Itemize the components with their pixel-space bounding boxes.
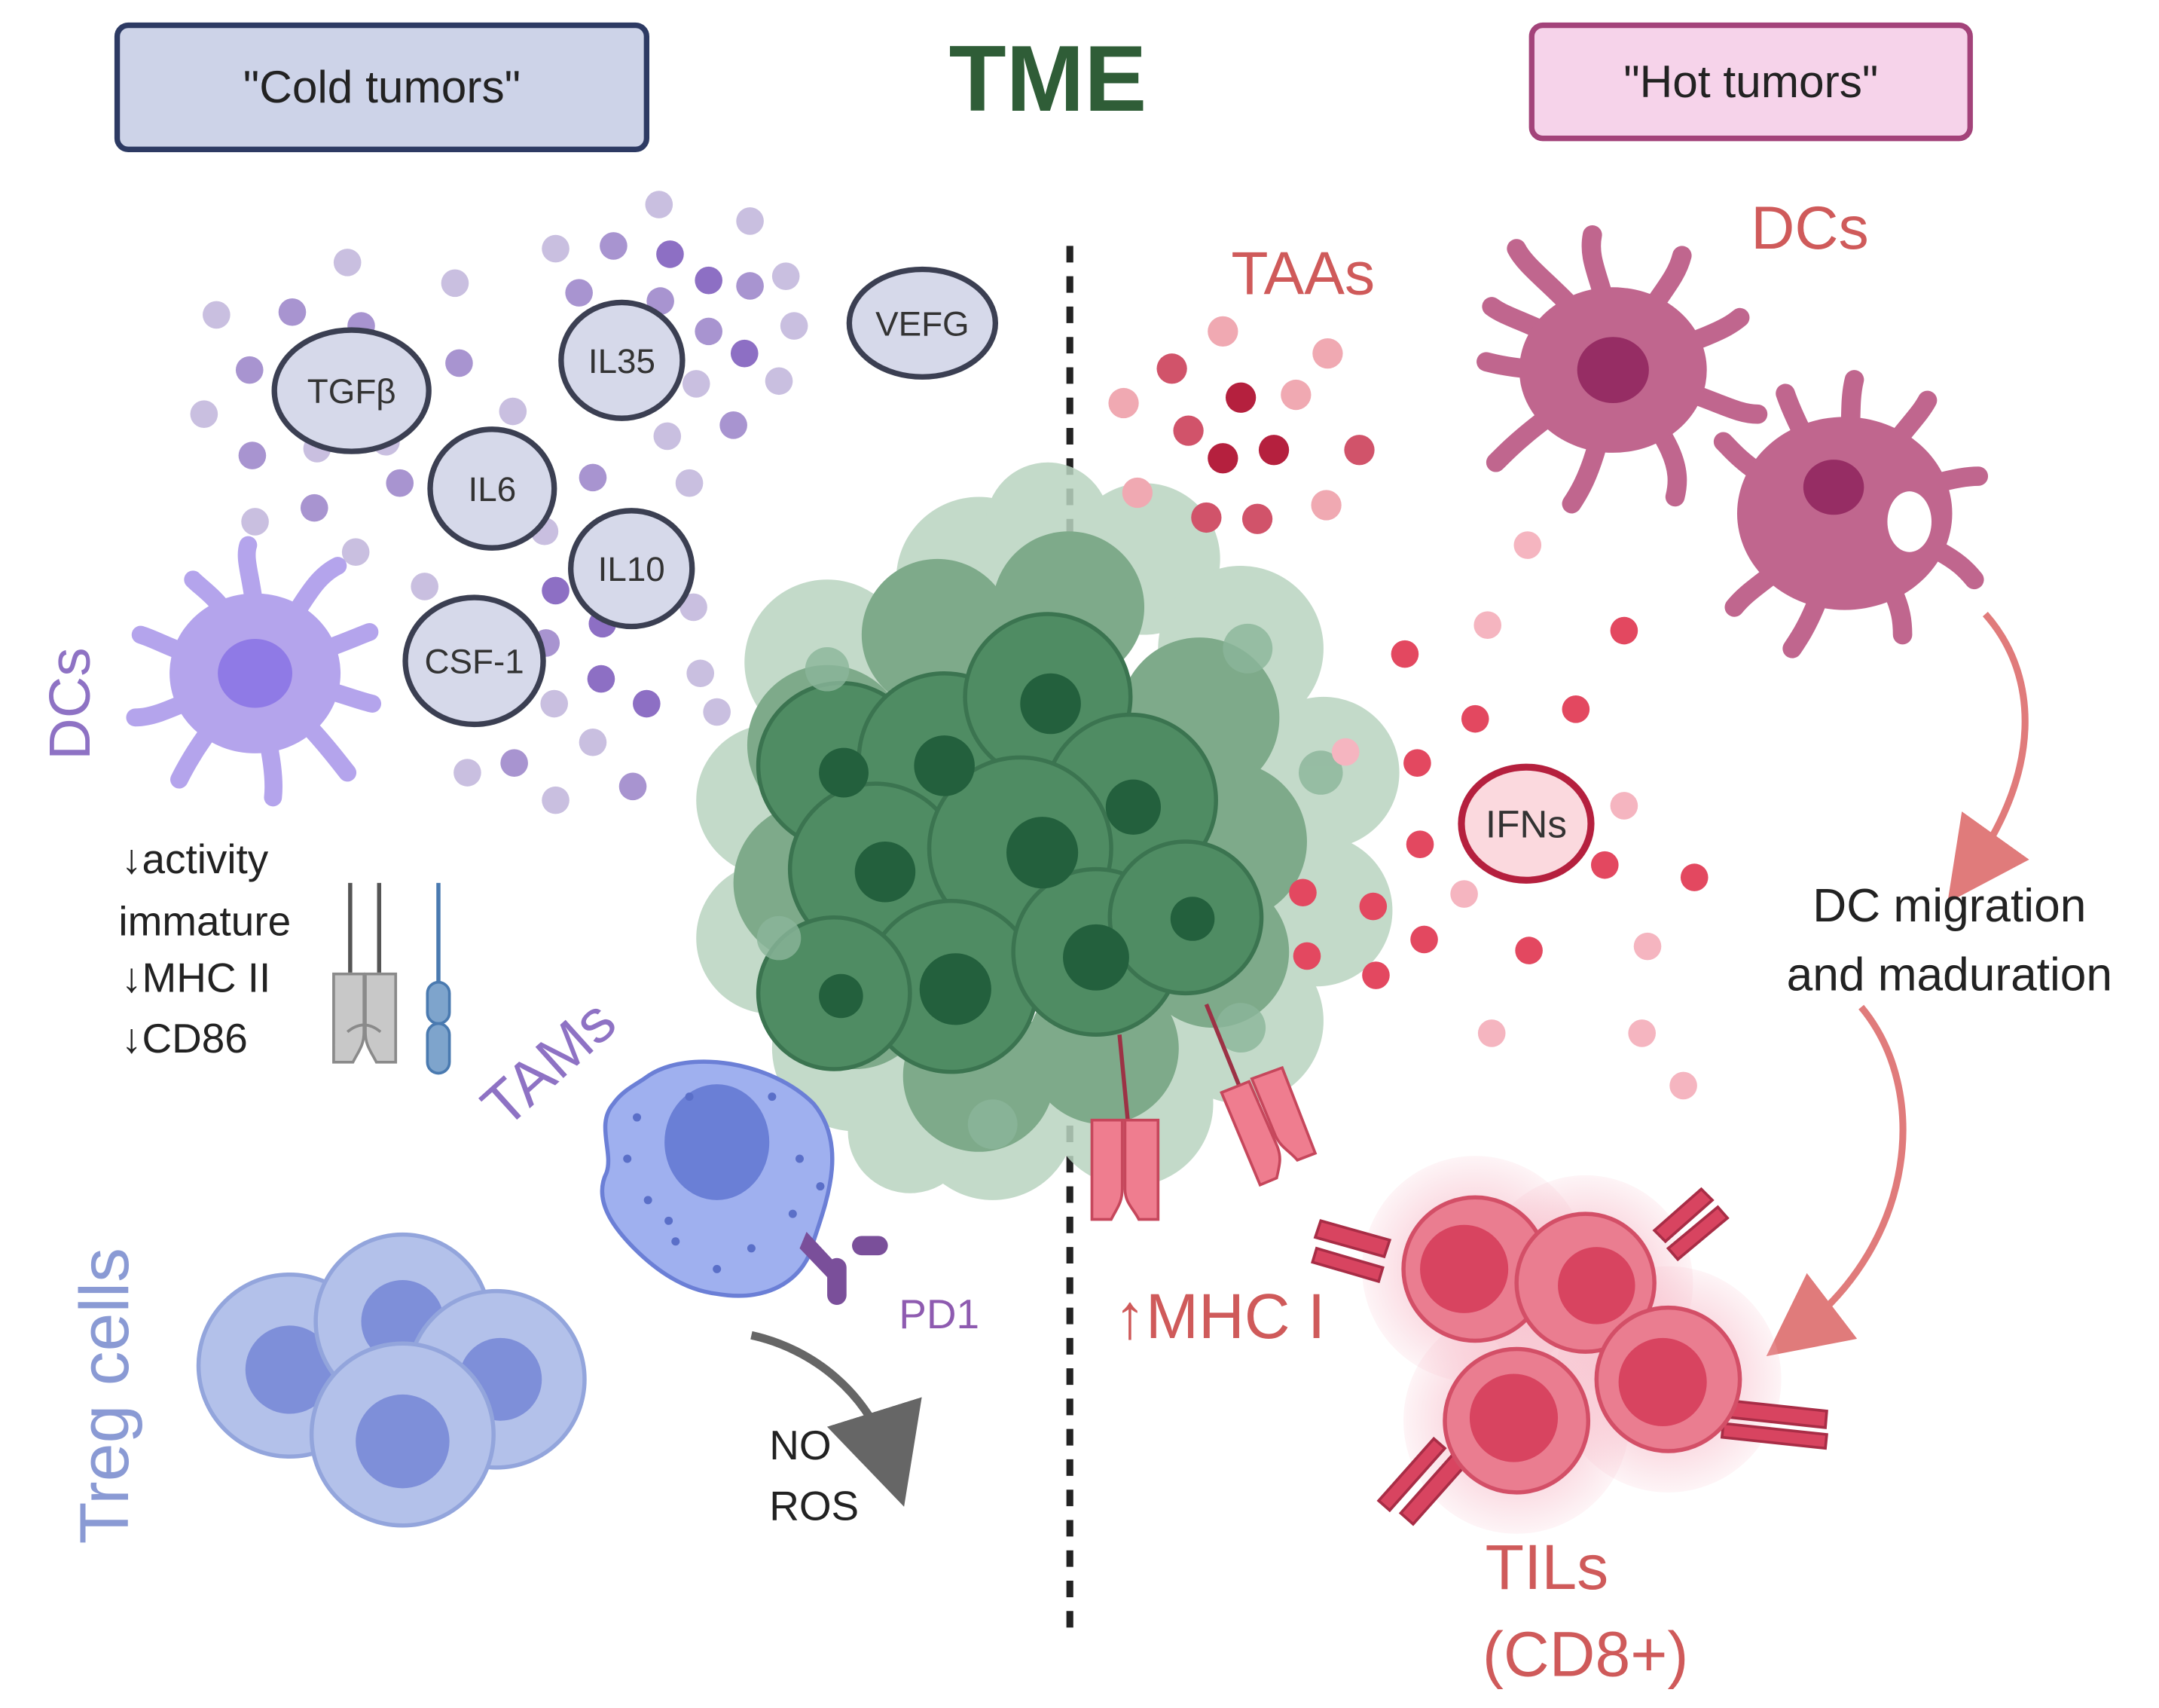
- cytokine-tgfb: TGFβ: [271, 327, 432, 454]
- immature-dc-cell: [126, 536, 382, 807]
- no-label: NO: [769, 1422, 831, 1468]
- ifns-label: IFNs: [1486, 803, 1567, 846]
- dcs-cold-label: DCs: [38, 647, 102, 759]
- tils-cluster: [1311, 1156, 1828, 1534]
- tumor-mass: [696, 462, 1400, 1200]
- dcs-hot-label: DCs: [1751, 194, 1869, 262]
- hot-tumors-header: "Hot tumors": [1528, 22, 1973, 142]
- mature-dc-cell-2: [1713, 370, 1989, 658]
- ros-label: ROS: [769, 1482, 859, 1529]
- svg-text:TGFβ: TGFβ: [307, 372, 396, 411]
- dc-status-immature: immature: [118, 897, 291, 944]
- taas-label: TAAs: [1231, 240, 1375, 307]
- no-ros-arrow: [750, 1331, 922, 1507]
- migration-label-1: DC migration: [1812, 880, 2086, 932]
- dc-status-cd86: ↓CD86: [121, 1015, 248, 1062]
- ifns-bubble: IFNs: [1458, 763, 1595, 884]
- page-title: TME: [949, 26, 1147, 131]
- cold-tumors-label: "Cold tumors": [243, 61, 521, 112]
- migration-arrow-2: [1766, 1004, 1907, 1357]
- dc-status-mhc2: ↓MHC II: [121, 955, 270, 1001]
- cytokine-il35: IL35: [558, 299, 686, 421]
- cytokine-il6: IL6: [427, 426, 557, 551]
- treg-label: Treg cells: [66, 1248, 143, 1544]
- pd1-receptor-icon: [799, 1231, 888, 1305]
- dc-status-activity: ↓activity: [121, 836, 269, 882]
- cold-tumors-header: "Cold tumors": [114, 22, 649, 152]
- svg-text:CSF-1: CSF-1: [424, 643, 524, 681]
- mhc1-receptor-icon: [1090, 1003, 1318, 1221]
- svg-text:IL6: IL6: [469, 470, 517, 509]
- svg-text:VEFG: VEFG: [875, 304, 970, 343]
- pd1-label: PD1: [899, 1291, 979, 1337]
- migration-arrow-1: [1947, 612, 2029, 903]
- dc-status-list: ↓activity immature ↓MHC II ↓CD86: [118, 836, 291, 1062]
- treg-cells-cluster: [196, 1232, 587, 1528]
- cytokine-il10: IL10: [568, 508, 695, 630]
- mhc1-label: ↑MHC I: [1114, 1281, 1326, 1352]
- tils-cd8-label: (CD8+): [1483, 1618, 1689, 1689]
- tils-label: TILs: [1486, 1532, 1609, 1603]
- mhc2-receptor-icon: [332, 882, 398, 1064]
- cytokine-vefg: VEFG: [846, 266, 999, 380]
- svg-text:IL10: IL10: [598, 550, 665, 588]
- cd86-receptor-icon: [426, 882, 451, 1075]
- tam-macrophage-cell: [600, 1059, 835, 1298]
- hot-tumors-label: "Hot tumors": [1623, 56, 1878, 107]
- taa-particles: [1108, 316, 1375, 534]
- mature-dc-cell-1: [1476, 225, 1768, 514]
- migration-label-2: and maduration: [1787, 949, 2112, 1001]
- cytokine-csf1: CSF-1: [402, 594, 546, 728]
- ifn-particles: [1289, 531, 1709, 1100]
- svg-text:IL35: IL35: [588, 342, 655, 380]
